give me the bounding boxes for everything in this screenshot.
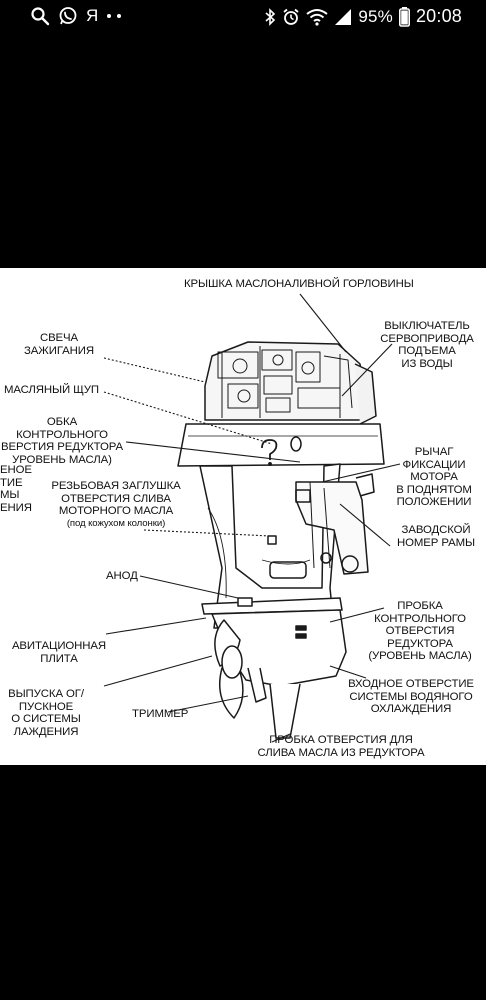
engine-internals: [217, 346, 353, 418]
alarm-icon: [282, 8, 300, 26]
label-gear-check-plug-top: ОБКА КОНТРОЛЬНОГО ВЕРСТИЯ РЕДУКТОРА УРОВ…: [1, 416, 123, 466]
label-dipstick: МАСЛЯНЫЙ ЩУП: [4, 384, 99, 396]
status-bar: Я 95% 20:08: [0, 0, 486, 34]
notification-letter: Я: [86, 6, 99, 25]
signal-icon: [334, 8, 352, 26]
whatsapp-icon: [58, 6, 78, 26]
wifi-icon: [306, 8, 328, 26]
label-drain-plug-note: (под кожухом колонки): [66, 518, 166, 529]
status-bar-right: 95% 20:08: [264, 6, 462, 27]
label-tilt-lock-lever: РЫЧАГ ФИКСАЦИИ МОТОРА В ПОДНЯТОМ ПОЛОЖЕН…: [396, 446, 472, 509]
clock-time: 20:08: [415, 6, 462, 26]
search-icon: [30, 6, 50, 26]
label-serial-number: ЗАВОДСКОЙ НОМЕР РАМЫ: [397, 524, 475, 549]
bluetooth-icon: [264, 7, 276, 26]
lower-cowling: [177, 423, 385, 467]
label-gear-oil-drain-plug: ПРОБКА ОТВЕРСТИЯ ДЛЯ СЛИВА МАСЛА ИЗ РЕДУ…: [257, 734, 425, 759]
label-anti-cavitation-plate: АВИТАЦИОННАЯ ПЛИТА: [11, 640, 107, 665]
label-oil-filler-cap: КРЫШКА МАСЛОНАЛИВНОЙ ГОРЛОВИНЫ: [184, 278, 414, 290]
leader-lines: [103, 293, 401, 743]
anti-cavitation-plate: [201, 597, 343, 615]
stern-bracket: [295, 481, 369, 575]
label-engine-oil-drain-plug: РЕЗЬБОВАЯ ЗАГЛУШКА ОТВЕРСТИЯ СЛИВА МОТОР…: [51, 480, 181, 518]
label-spark-plug: СВЕЧА ЗАЖИГАНИЯ: [24, 332, 94, 357]
label-gear-check-plug-bottom: ПРОБКА КОНТРОЛЬНОГО ОТВЕРСТИЯ РЕДУКТОРА …: [368, 600, 472, 663]
label-anode: АНОД: [106, 570, 138, 582]
outboard-motor-drawing: [103, 293, 401, 743]
status-bar-left: Я: [30, 6, 122, 26]
label-left-partial: ЕНОЕ ТИЕ МЫ ЕНИЯ: [0, 464, 32, 514]
battery-percent: 95%: [358, 6, 393, 26]
label-trim-tab: ТРИММЕР: [132, 708, 189, 720]
label-exhaust-outlet: ВЫПУСКА ОГ/ ПУСКНОЕ О СИСТЕМЫ ЛАЖДЕНИЯ: [8, 688, 84, 738]
more-dots-icon: [106, 13, 122, 19]
label-cooling-water-inlet: ВХОДНОЕ ОТВЕРСТИЕ СИСТЕМЫ ВОДЯНОГО ОХЛАЖ…: [348, 678, 474, 716]
battery-icon: [398, 6, 410, 27]
outboard-motor-diagram[interactable]: КРЫШКА МАСЛОНАЛИВНОЙ ГОРЛОВИНЫ СВЕЧА ЗАЖ…: [0, 268, 486, 765]
label-tilt-switch: ВЫКЛЮЧАТЕЛЬ СЕРВОПРИВОДА ПОДЪЕМА ИЗ ВОДЫ: [380, 320, 474, 370]
